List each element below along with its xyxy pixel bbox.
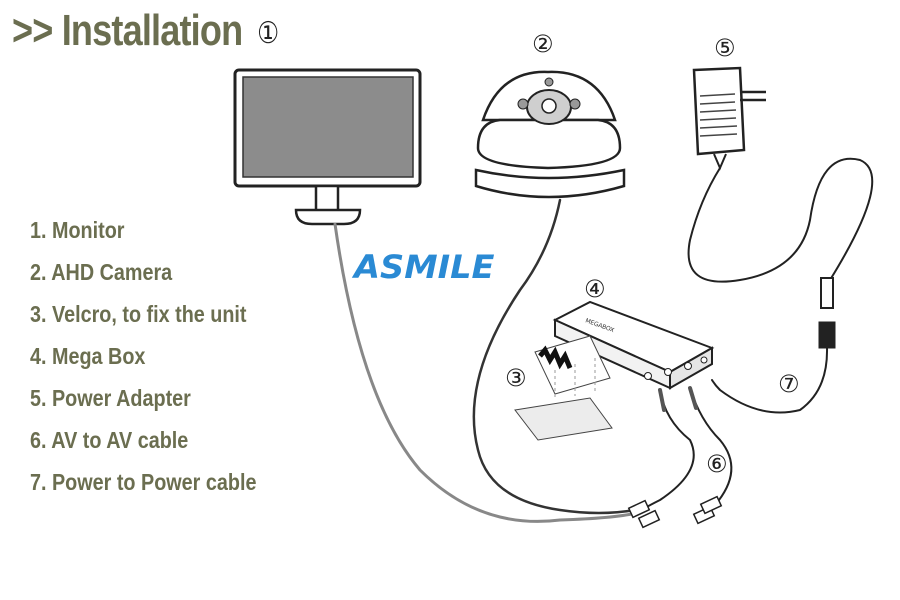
legend-item-monitor: 1. Monitor bbox=[30, 217, 125, 243]
camera-illustration bbox=[474, 70, 626, 199]
velcro-illustration bbox=[514, 335, 613, 441]
marker-av-cable: ⑥ bbox=[706, 450, 728, 478]
power-adapter-illustration bbox=[692, 66, 766, 171]
legend-item-power-cable: 7. Power to Power cable bbox=[30, 469, 257, 495]
megabox-illustration: MEGABOX bbox=[552, 300, 715, 390]
marker-monitor: ① bbox=[257, 15, 279, 51]
marker-velcro: ③ bbox=[505, 364, 527, 392]
legend-item-megabox: 4. Mega Box bbox=[30, 343, 146, 369]
legend-item-velcro: 3. Velcro, to fix the unit bbox=[30, 301, 247, 327]
title-text: >> Installation bbox=[12, 6, 243, 55]
component-legend: 1. Monitor 2. AHD Camera 3. Velcro, to f… bbox=[30, 214, 293, 508]
marker-camera: ② bbox=[532, 30, 554, 58]
monitor-illustration bbox=[233, 68, 422, 226]
marker-power-cable: ⑦ bbox=[778, 370, 800, 398]
marker-adapter: ⑤ bbox=[714, 34, 736, 62]
page-title: >> Installation ① bbox=[12, 6, 279, 56]
legend-item-av-cable: 6. AV to AV cable bbox=[30, 427, 189, 453]
cables bbox=[333, 157, 874, 529]
legend-item-adapter: 5. Power Adapter bbox=[30, 385, 191, 411]
marker-megabox: ④ bbox=[584, 275, 606, 303]
legend-item-camera: 2. AHD Camera bbox=[30, 259, 173, 285]
brand-logo: ASMILE bbox=[354, 248, 495, 286]
